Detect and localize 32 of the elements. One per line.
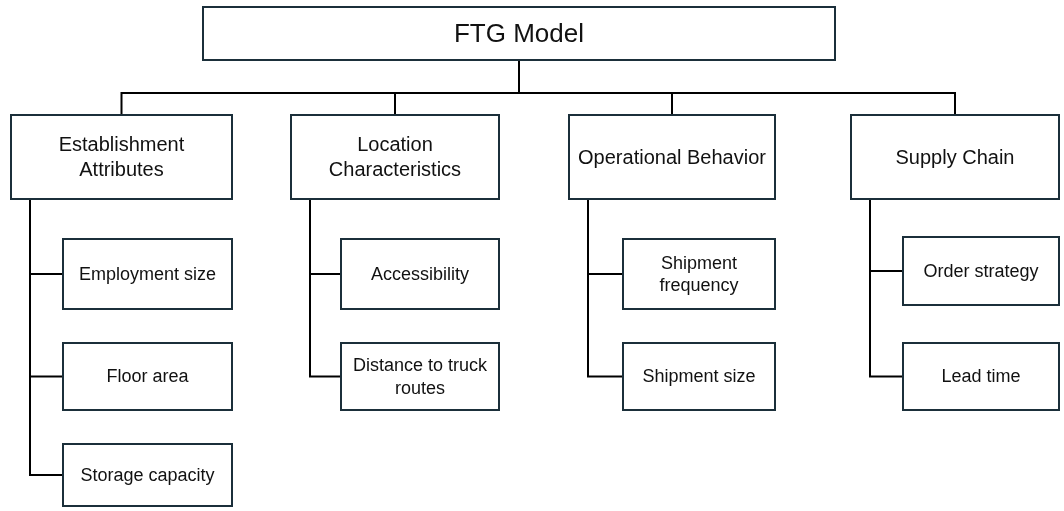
connector-line	[869, 199, 903, 378]
category-box	[902, 342, 1060, 411]
box-label: Shipment size	[642, 365, 756, 388]
category-box	[202, 6, 836, 61]
box-label: Distance to truck routes	[351, 354, 489, 399]
connector-line	[587, 199, 623, 378]
category-box	[62, 443, 233, 507]
box-label: Operational Behavior	[578, 144, 766, 170]
category-box	[340, 238, 500, 310]
box-label: Employment size	[78, 262, 217, 286]
category-box	[850, 114, 1060, 200]
category-box	[622, 342, 776, 411]
category-box	[62, 238, 233, 310]
box-label: Order strategy	[923, 259, 1039, 283]
box-label: FTG Model	[454, 17, 584, 50]
connector-line	[309, 199, 341, 378]
category-box	[290, 114, 500, 200]
box-label: Establishment Attributes	[57, 132, 186, 182]
box-label: Supply Chain	[895, 144, 1015, 170]
box-label: Storage capacity	[80, 463, 215, 487]
category-box	[62, 342, 233, 411]
category-box	[10, 114, 233, 200]
box-label: Accessibility	[371, 262, 469, 286]
box-label: Location Characteristics	[327, 132, 463, 182]
connector-line	[29, 199, 63, 476]
category-box	[902, 236, 1060, 306]
box-label: Floor area	[106, 365, 189, 388]
category-box	[340, 342, 500, 411]
category-box	[622, 238, 776, 310]
box-label: Lead time	[941, 365, 1021, 388]
category-box	[568, 114, 776, 200]
box-label: Shipment frequency	[658, 251, 740, 297]
